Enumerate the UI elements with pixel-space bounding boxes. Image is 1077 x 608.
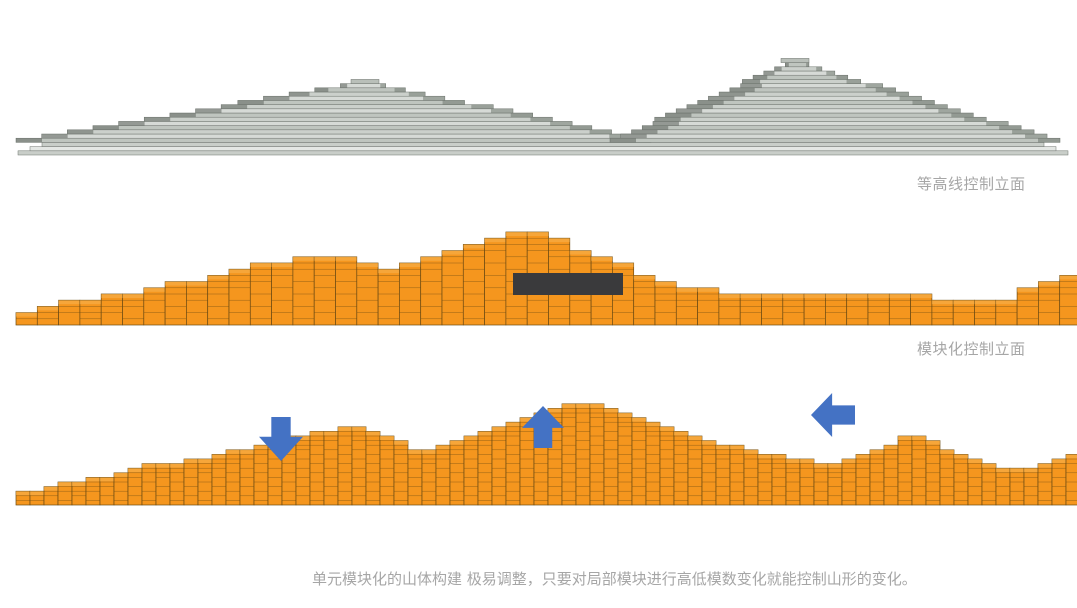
contour-elevation-diagram (0, 0, 1077, 200)
contour-caption: 等高线控制立面 (917, 175, 1026, 193)
modular-elevation-diagram (0, 200, 1077, 340)
adjusted-elevation-diagram (0, 380, 1077, 520)
adjusted-mountain-graphic (15, 403, 1077, 506)
contour-mountain-graphic (15, 58, 1069, 156)
footer-description: 单元模块化的山体构建 极易调整，只要对局部模块进行高低模数变化就能控制山形的变化… (312, 570, 917, 588)
arrow-left-icon (811, 393, 855, 437)
arrow-up-icon (522, 406, 564, 448)
modular-mountain-graphic (15, 231, 1077, 326)
arrow-down-icon (259, 417, 303, 461)
modular-caption: 模块化控制立面 (917, 340, 1026, 358)
